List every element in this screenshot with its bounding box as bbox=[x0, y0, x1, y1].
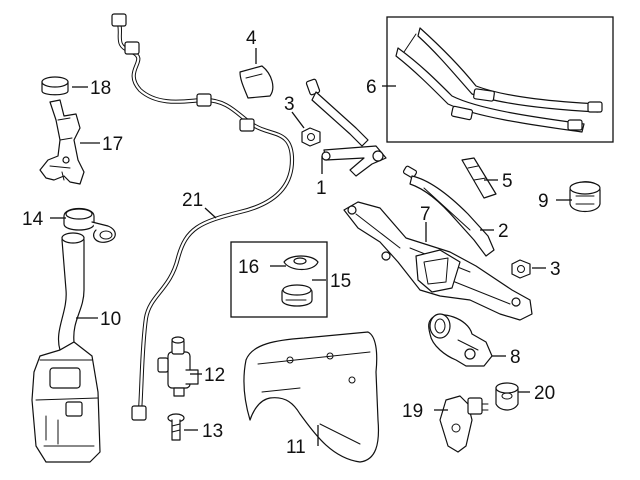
callout-13: 13 bbox=[202, 421, 223, 442]
leader-lines bbox=[50, 48, 572, 446]
callout-5: 5 bbox=[502, 171, 513, 192]
callout-3-right: 3 bbox=[550, 259, 561, 280]
nut-3-right bbox=[511, 259, 531, 279]
callout-19: 19 bbox=[402, 401, 423, 422]
shield-11 bbox=[243, 331, 380, 463]
sensor-19 bbox=[439, 395, 489, 453]
callout-12: 12 bbox=[204, 365, 225, 386]
wiper-motor-8 bbox=[428, 313, 493, 367]
linkage-7 bbox=[343, 201, 533, 321]
nozzle-15 bbox=[281, 284, 313, 307]
callout-9: 9 bbox=[538, 191, 549, 212]
callout-21: 21 bbox=[182, 190, 203, 211]
callout-17: 17 bbox=[102, 134, 123, 155]
callout-8: 8 bbox=[510, 347, 521, 368]
clip-5 bbox=[461, 157, 497, 199]
callout-14: 14 bbox=[22, 209, 44, 230]
callout-15: 15 bbox=[330, 271, 351, 292]
callout-20: 20 bbox=[534, 383, 555, 404]
wiper-blades-6 bbox=[395, 27, 603, 133]
cap-14 bbox=[63, 207, 116, 243]
wiper-arm-1 bbox=[305, 78, 387, 177]
callout-4: 4 bbox=[246, 28, 257, 49]
callout-6: 6 bbox=[366, 77, 377, 98]
nozzle-group-box bbox=[230, 241, 328, 318]
grommet-20 bbox=[495, 382, 519, 411]
bracket-17 bbox=[39, 99, 85, 185]
callout-1: 1 bbox=[316, 178, 327, 199]
grommet-18 bbox=[41, 76, 69, 96]
wiper-arm-2 bbox=[402, 165, 495, 257]
nut-3-top bbox=[301, 127, 321, 147]
callout-16: 16 bbox=[238, 257, 259, 278]
callout-2: 2 bbox=[498, 221, 509, 242]
washer-pump-12 bbox=[157, 336, 199, 397]
reservoir-10 bbox=[31, 232, 101, 463]
bolt-13 bbox=[167, 413, 185, 441]
callout-10: 10 bbox=[100, 309, 121, 330]
callout-7: 7 bbox=[420, 204, 431, 225]
callout-3-top: 3 bbox=[284, 94, 295, 115]
nozzle-16 bbox=[283, 255, 319, 271]
washer-hose-21 bbox=[111, 13, 295, 421]
callout-18: 18 bbox=[90, 78, 111, 99]
callout-11: 11 bbox=[286, 437, 306, 458]
cover-4 bbox=[239, 65, 274, 99]
cap-9 bbox=[569, 181, 601, 213]
wiper-blades-group-box bbox=[386, 16, 614, 143]
